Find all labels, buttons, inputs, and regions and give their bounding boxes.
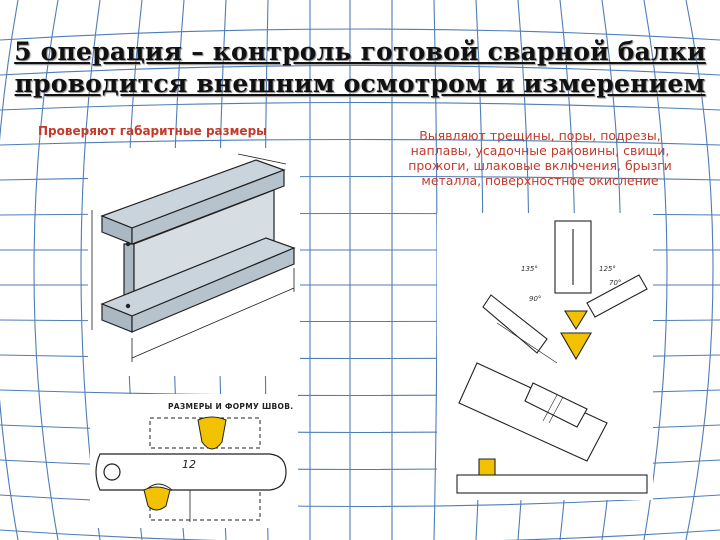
- defects-line-3: прожоги, шлаковые включения, брызги: [408, 158, 672, 173]
- defects-line-4: металла, поверхностное окисление: [421, 173, 659, 188]
- i-beam-drawing: [88, 148, 300, 376]
- seam-label: РАЗМЕРЫ И ФОРМУ ШВОВ.: [168, 402, 294, 411]
- i-beam-illustration: [91, 153, 296, 362]
- title-line-2: проводится внешним осмотром и измерением: [14, 69, 706, 98]
- seam-template-drawing: РАЗМЕРЫ И ФОРМУ ШВОВ. 12: [90, 394, 298, 528]
- title-line-1: 5 операция – контроль готовой сварной ба…: [14, 37, 706, 66]
- slide-title: 5 операция – контроль готовой сварной ба…: [10, 36, 710, 100]
- dimensions-caption: Проверяют габаритные размеры: [38, 124, 268, 138]
- defects-caption: Выявляют трещины, поры, подрезы, наплавы…: [380, 128, 700, 188]
- seam-size-number: 12: [182, 458, 196, 471]
- defects-line-2: наплавы, усадочные раковины, свищи,: [410, 143, 670, 158]
- angle-label-1: 135°: [521, 265, 538, 273]
- weld-gauge-drawing: 135° 125° 90° 70°: [437, 213, 653, 500]
- angle-label-4: 70°: [609, 279, 622, 287]
- weld-gauge-illustration: [456, 220, 648, 494]
- angle-label-2: 125°: [599, 265, 616, 273]
- defects-line-1: Выявляют трещины, поры, подрезы,: [419, 128, 661, 143]
- angle-label-3: 90°: [529, 295, 542, 303]
- seam-template-illustration: [95, 416, 287, 522]
